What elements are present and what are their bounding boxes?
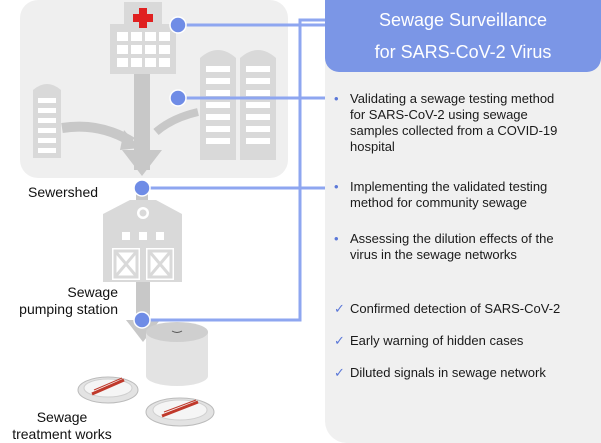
bullet-icon: •: [334, 179, 339, 194]
settling-tank-icon: [77, 376, 139, 404]
result-text: Early warning of hidden cases: [350, 333, 524, 348]
flow-arrow: [126, 320, 160, 342]
flow-arrow: [122, 150, 162, 176]
bullet-icon: •: [334, 231, 339, 246]
objective-text: hospital: [350, 139, 395, 154]
objective-text: Implementing the validated testing: [350, 179, 548, 194]
sampling-point: [133, 311, 151, 329]
objective-text: virus in the sewage networks: [350, 247, 517, 262]
info-panel: [325, 0, 601, 443]
objective-item: • Assessing the dilution effects of the …: [334, 231, 595, 263]
objective-text: Assessing the dilution effects of the: [350, 231, 554, 246]
objective-item: • Implementing the validated testing met…: [334, 179, 595, 211]
sampling-point: [133, 179, 151, 197]
result-text: Confirmed detection of SARS-CoV-2: [350, 301, 561, 316]
objective-text: Validating a sewage testing method: [350, 91, 555, 106]
apartment-icon: [33, 84, 61, 158]
sewer-pipe: [134, 72, 150, 170]
sampling-point: [169, 89, 187, 107]
result-item: ✓ Early warning of hidden cases: [334, 333, 595, 349]
sewershed-label: Sewershed: [28, 184, 99, 200]
objective-item: • Validating a sewage testing method for…: [334, 91, 595, 155]
barn-icon: [103, 200, 182, 282]
check-icon: ✓: [334, 301, 345, 316]
result-item: ✓ Diluted signals in sewage network: [334, 365, 595, 381]
treatment-label-line-1: Sewage: [36, 409, 88, 425]
treatment-label-line-2: treatment works: [12, 426, 112, 442]
objective-text: samples collected from a COVID-19: [350, 123, 558, 138]
title-box: Sewage Surveillance for SARS-CoV-2 Virus: [325, 0, 601, 72]
check-icon: ✓: [334, 333, 345, 348]
check-icon: ✓: [334, 365, 345, 380]
sampling-point: [169, 16, 187, 34]
pumping-label-line-1: Sewage: [67, 284, 118, 300]
flow-arrowhead: [120, 130, 140, 150]
result-text: Diluted signals in sewage network: [350, 365, 546, 380]
hospital-icon: [110, 2, 176, 74]
apartment-icon: [200, 50, 276, 160]
sampling-connectors: [142, 18, 330, 322]
result-item: ✓ Confirmed detection of SARS-CoV-2: [334, 301, 595, 317]
objective-text: for SARS-CoV-2 using sewage: [350, 107, 528, 122]
bullet-icon: •: [334, 91, 339, 106]
objective-text: method for community sewage: [350, 195, 528, 210]
settling-tank-icon: [145, 397, 215, 427]
title-line-1: Sewage Surveillance: [378, 10, 548, 30]
tank-icon: [146, 322, 208, 386]
pumping-label-line-2: pumping station: [19, 301, 118, 317]
title-line-2: for SARS-CoV-2 Virus: [374, 42, 552, 62]
flow-arrow: [153, 108, 199, 136]
